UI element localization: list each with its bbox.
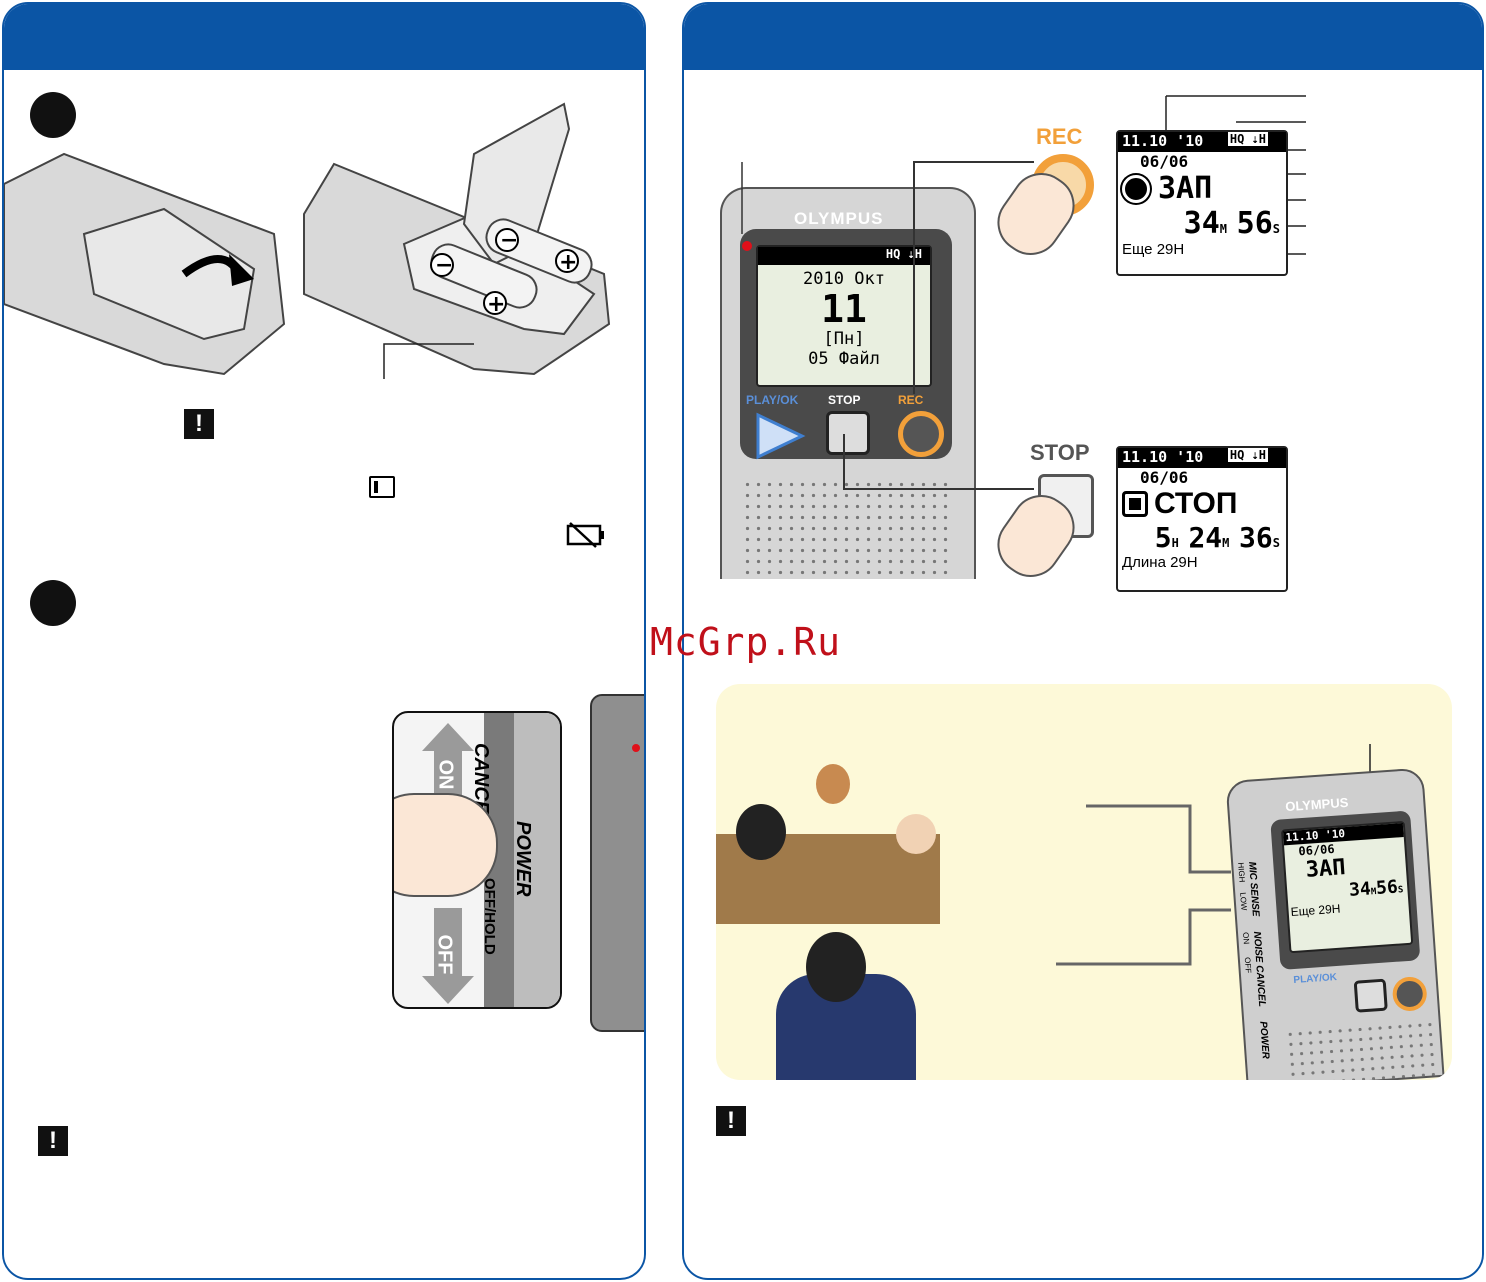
person-1-head [736, 804, 786, 860]
angled-stop-button [1353, 978, 1388, 1013]
stop-indicator-icon [1122, 491, 1148, 517]
person-4-head [806, 932, 866, 1002]
device-screen-weekday: [Пн] [823, 329, 865, 349]
step-1-badge [30, 92, 76, 138]
battery-full-icon [369, 476, 395, 498]
warning-icon: ! [184, 409, 214, 439]
warning-icon-2: ! [38, 1126, 68, 1156]
stop-lcd-mode: HQ ⇣H [1227, 448, 1268, 462]
svg-text:+: + [487, 292, 505, 317]
noise-off-label: OFF [1242, 956, 1253, 974]
person-2-head [816, 764, 850, 804]
recorder-side-view [590, 694, 644, 1032]
angled-playok-label: PLAY/OK [1293, 971, 1338, 987]
rec-button[interactable] [898, 411, 944, 457]
mic-low-label: LOW [1238, 892, 1249, 911]
stop-lcd-hours: 5 [1154, 521, 1172, 554]
angled-screen: 11.10 '10 06/06 ЗАП 34M56S Еще 29H [1280, 820, 1414, 954]
rec-lcd-seconds: 56 [1236, 206, 1273, 241]
stop-label: STOP [1030, 440, 1090, 465]
stop-lcd-seconds: 36 [1239, 521, 1273, 554]
rec-led [742, 241, 752, 251]
device-screen-status: HQ ⇣H [758, 247, 930, 265]
angled-screen-min: 34 [1348, 878, 1372, 901]
rec-label: REC [1036, 124, 1083, 149]
watermark: McGrp.Ru [650, 620, 842, 664]
battery-empty-icon [566, 522, 604, 548]
rec-lcd-minutes: 34 [1183, 206, 1220, 241]
rec-lcd-date: 11.10 '10 [1122, 132, 1204, 150]
person-3-head [896, 814, 936, 854]
right-panel: OLYMPUS HQ ⇣H 2010 Окт 11 [Пн] 05 Файл P… [682, 2, 1484, 1280]
play-ok-button[interactable] [752, 411, 808, 461]
speaker-grille [742, 479, 952, 579]
battery-illustration: − + − + [4, 102, 611, 379]
rec-indicator-icon [1122, 174, 1150, 203]
device-screen: HQ ⇣H 2010 Окт 11 [Пн] 05 Файл [756, 245, 932, 387]
angled-screen-sec: 56 [1375, 876, 1399, 900]
power-switch-closeup: ON OFF CANCEL POWER OFF/HOLD [392, 711, 562, 1009]
warning-icon-3: ! [716, 1106, 746, 1136]
rec-lcd-state: ЗАП [1158, 171, 1213, 206]
mic-sense-box: OLYMPUS 11.10 '10 06/06 ЗАП 34M56S Еще 2… [716, 684, 1452, 1080]
recorder-angled: OLYMPUS 11.10 '10 06/06 ЗАП 34M56S Еще 2… [1225, 767, 1445, 1080]
svg-text:+: + [559, 250, 577, 275]
svg-text:−: − [435, 253, 453, 278]
connector-lines [741, 95, 1306, 490]
stop-lcd-remain: Длина 29H [1122, 554, 1198, 571]
noise-on-label: ON [1241, 931, 1251, 945]
recorder-front: OLYMPUS HQ ⇣H 2010 Окт 11 [Пн] 05 Файл P… [720, 187, 976, 579]
svg-text:−: − [500, 228, 518, 253]
device-screen-day: 11 [821, 287, 867, 331]
play-ok-label: PLAY/OK [746, 393, 799, 407]
stop-lcd-date: 11.10 '10 [1122, 448, 1204, 466]
finger-illustration [394, 793, 498, 897]
side-power-label: POWER [1257, 1020, 1271, 1060]
hold-label: OFF/HOLD [481, 878, 498, 955]
device-screen-file: 05 Файл [808, 349, 880, 369]
switch-on-label: ON [434, 759, 457, 790]
stop-lcd-minutes: 24 [1188, 521, 1223, 554]
step-2-badge [30, 580, 76, 626]
device-screen-date: 2010 Окт [803, 269, 885, 289]
left-panel-header [4, 4, 644, 70]
stop-lcd-state: СТОП [1154, 487, 1238, 520]
rec-lcd-file: 06/06 [1140, 152, 1189, 171]
rec-small-label: REC [898, 393, 924, 407]
power-label: POWER [512, 821, 534, 897]
rec-lcd-remain: Еще 29H [1122, 241, 1185, 258]
rec-lcd: 11.10 '10 HQ ⇣H 06/06 ЗАП 34M 56S Еще 29… [1116, 130, 1288, 276]
left-panel: − + − + ! ON OFF CANCEL POWER OFF/HOLD ! [2, 2, 646, 1280]
noise-cancel-label: NOISE CANCEL [1250, 931, 1268, 1008]
angled-rec-button [1391, 975, 1428, 1013]
mic-high-label: HIGH [1236, 862, 1247, 883]
stop-lcd: 11.10 '10 HQ ⇣H 06/06 СТОП 5H 24M 36S Дл… [1116, 446, 1288, 592]
brand-logo: OLYMPUS [794, 209, 884, 228]
stop-lcd-file: 06/06 [1140, 468, 1189, 487]
angled-speaker-grille [1284, 1019, 1439, 1080]
stop-small-label: STOP [828, 393, 861, 407]
stop-button[interactable] [826, 411, 870, 455]
right-panel-header [684, 4, 1482, 70]
switch-off-label: OFF [433, 934, 456, 975]
angled-brand: OLYMPUS [1284, 794, 1349, 815]
rec-lcd-mode: HQ ⇣H [1227, 132, 1268, 146]
